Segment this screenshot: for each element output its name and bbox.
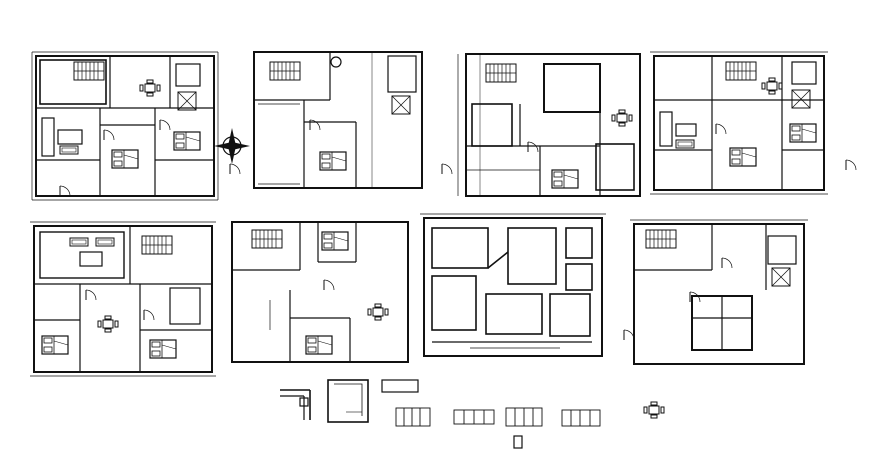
kitchen-box-icon — [391, 95, 411, 115]
dining-set-icon — [97, 315, 119, 333]
plan-2 — [253, 51, 423, 189]
door-swing-icon — [845, 159, 857, 171]
door-swing-icon — [527, 141, 539, 153]
door-swing-icon — [323, 279, 335, 291]
door-swing-icon — [59, 185, 71, 197]
door-swing-icon — [159, 119, 171, 131]
plan-3 — [457, 53, 641, 197]
dining-set-icon — [611, 109, 633, 127]
plan-7 — [420, 213, 606, 357]
bed-icon — [111, 149, 139, 169]
sofa-icon — [59, 145, 79, 155]
staircase-icon — [485, 63, 517, 83]
bed-icon — [551, 169, 579, 189]
door-swing-icon — [721, 257, 733, 269]
north-arrow-icon — [214, 128, 250, 164]
detail-blocks — [280, 379, 601, 449]
plan-4 — [650, 51, 828, 195]
bed-icon — [41, 335, 69, 355]
bed-icon — [729, 147, 757, 167]
dining-set-icon — [761, 77, 783, 95]
sofa-icon — [95, 237, 115, 247]
bed-icon — [173, 131, 201, 151]
plan-1 — [31, 51, 219, 201]
bed-icon — [305, 335, 333, 355]
door-swing-icon — [103, 129, 115, 141]
bed-icon — [789, 123, 817, 143]
plan-8 — [630, 219, 808, 365]
bed-icon — [321, 231, 349, 251]
door-swing-icon — [715, 123, 727, 135]
door-swing-icon — [229, 163, 241, 175]
plan-6 — [231, 221, 409, 363]
staircase-icon — [251, 229, 283, 249]
staircase-icon — [73, 61, 105, 81]
sofa-icon — [675, 139, 695, 149]
dining-set-icon — [367, 303, 389, 321]
kitchen-box-icon — [791, 89, 811, 109]
plan-5 — [30, 221, 216, 377]
door-swing-icon — [85, 289, 97, 301]
staircase-icon — [269, 61, 301, 81]
staircase-icon — [725, 61, 757, 81]
staircase-icon — [141, 235, 173, 255]
bed-icon — [319, 151, 347, 171]
door-swing-icon — [143, 309, 155, 321]
staircase-icon — [645, 229, 677, 249]
sofa-icon — [69, 237, 89, 247]
kitchen-box-icon — [177, 91, 197, 111]
kitchen-box-icon — [771, 267, 791, 287]
bed-icon — [149, 339, 177, 359]
dining-set-icon — [139, 79, 161, 97]
dining-set-icon — [643, 401, 665, 419]
door-swing-icon — [623, 329, 635, 341]
door-swing-icon — [441, 163, 453, 175]
